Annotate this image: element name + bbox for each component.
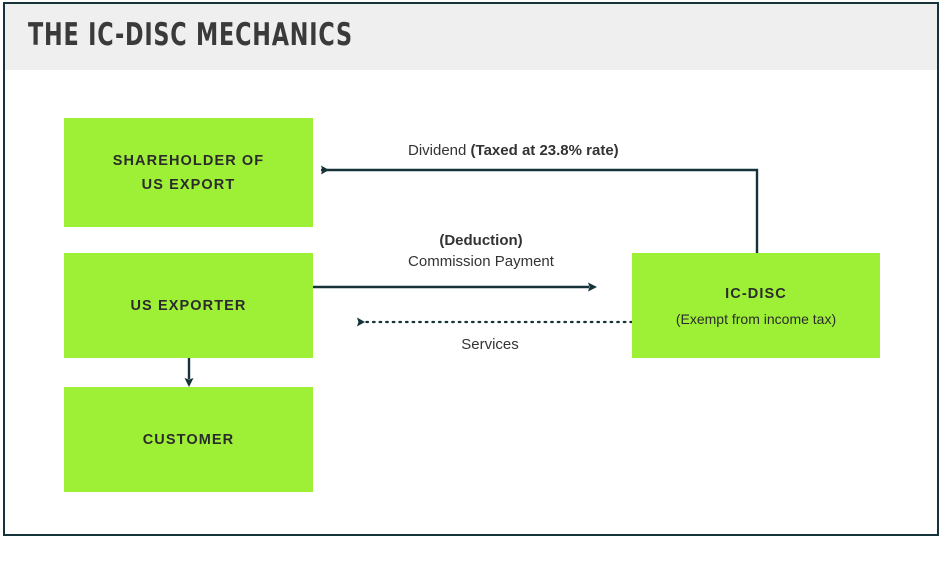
node-shareholder[interactable]: SHAREHOLDER OF US EXPORT xyxy=(64,118,313,227)
header-band xyxy=(5,4,937,70)
edge-label-commission-plain: Commission Payment xyxy=(408,253,554,270)
edge-label-commission: (Deduction) Commission Payment xyxy=(366,230,596,272)
node-ic-disc-subtitle: (Exempt from income tax) xyxy=(675,310,837,327)
node-customer[interactable]: CUSTOMER xyxy=(64,387,313,492)
edge-label-dividend: Dividend (Taxed at 23.8% rate) xyxy=(408,140,619,161)
node-us-exporter-title: US EXPORTER xyxy=(130,297,247,314)
edge-label-commission-strong: (Deduction) xyxy=(439,232,523,249)
edge-label-dividend-strong: (Taxed at 23.8% rate) xyxy=(470,142,619,159)
edge-label-services: Services xyxy=(400,334,580,355)
edge-label-services-plain: Services xyxy=(461,336,519,353)
node-ic-disc-title: IC-DISC xyxy=(725,285,787,302)
node-us-exporter[interactable]: US EXPORTER xyxy=(64,253,313,358)
node-customer-title: CUSTOMER xyxy=(142,431,235,448)
node-shareholder-title: SHAREHOLDER OF US EXPORT xyxy=(112,152,265,193)
page-title: THE IC-DISC MECHANICS xyxy=(28,17,353,53)
node-ic-disc[interactable]: IC-DISC (Exempt from income tax) xyxy=(632,253,880,358)
edge-label-dividend-plain: Dividend xyxy=(408,142,471,159)
